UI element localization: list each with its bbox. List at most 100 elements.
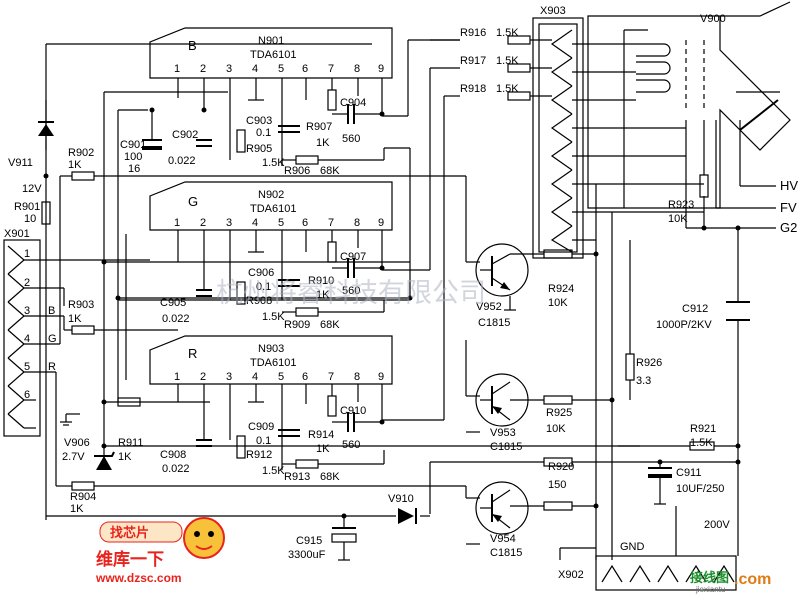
label-g2: G2: [780, 220, 797, 235]
logo-jiexiantu-suffix: .com: [734, 571, 771, 588]
r902-value: 1K: [68, 159, 82, 171]
logo-slogan: 维库一下: [96, 549, 164, 570]
ic-n902-channel: G: [188, 194, 198, 209]
c911-value: 10UF/250: [676, 483, 724, 495]
r904-value: 1K: [70, 503, 84, 515]
watermark-text: 杭州将睿科技有限公司: [216, 278, 486, 309]
r901-ref: R901: [14, 201, 40, 213]
svg-text:7: 7: [328, 217, 334, 229]
logo-jiexiantu: 接线图 .com jiexiantu: [690, 570, 771, 594]
r917-ref: R917: [460, 55, 486, 67]
r926-value: 3.3: [636, 375, 651, 387]
r905-value: 1.5K: [262, 157, 285, 169]
ic-n902-ref: N902: [258, 189, 284, 201]
r904-ref: R904: [70, 491, 96, 503]
svg-text:7: 7: [328, 371, 334, 383]
r924-ref: R925: [546, 407, 572, 419]
signal-r-label: R: [48, 361, 56, 373]
connector-x903: [532, 17, 584, 259]
r903-value: 1K: [68, 313, 82, 325]
capacitor-bodies: [142, 104, 750, 548]
svg-text:6: 6: [302, 63, 308, 75]
c904-value: 560: [342, 133, 360, 145]
r914-value: 1K: [316, 443, 330, 455]
r911-ref: R911: [118, 437, 143, 449]
diode-v910: [398, 508, 417, 524]
svg-text:7: 7: [328, 63, 334, 75]
r902-ref: R902: [68, 147, 94, 159]
r913-ref: R913: [284, 471, 310, 483]
r917-value: 1.5K: [496, 55, 519, 67]
junction-dots: [43, 107, 741, 519]
transistor-v952-part: C1815: [478, 317, 510, 329]
c903-ref: C903: [246, 115, 272, 127]
transistor-v952-ref: V952: [476, 301, 502, 313]
c912-value: 1000P/2KV: [656, 319, 712, 331]
connector-x901-ref: X901: [4, 228, 30, 240]
transistor-v952: [475, 243, 529, 297]
c906-value: 0.1: [256, 281, 271, 293]
svg-text:4: 4: [252, 63, 258, 75]
connector-x902: [595, 555, 737, 591]
r906-ref: R906: [284, 165, 310, 177]
ic-n903-ref: N903: [258, 343, 284, 355]
svg-text:4: 4: [252, 217, 258, 229]
r921-value: 10K: [668, 213, 688, 225]
svg-text:3: 3: [226, 371, 232, 383]
transistor-v954-part: C1815: [490, 547, 522, 559]
c905-value: 0.022: [162, 313, 190, 325]
r910-value: 1K: [316, 289, 330, 301]
ic-n901-part: TDA6101: [250, 49, 296, 61]
c904-ref: C904: [340, 97, 366, 109]
ic-n903-part: TDA6101: [250, 357, 296, 369]
mascot-icon: [183, 517, 225, 559]
r909-value: 68K: [320, 319, 340, 331]
c915-value: 3300uF: [288, 549, 326, 561]
svg-text:6: 6: [24, 389, 30, 401]
r921-ref: R923: [668, 199, 694, 211]
logo-badge: 找芯片: [110, 525, 149, 541]
r907-ref: R907: [306, 121, 332, 133]
wiring: [24, 39, 776, 561]
logo-jiexiantu-sub: jiexiantu: [695, 585, 725, 594]
c910-value: 560: [342, 439, 360, 451]
ic-n901-ref: N901: [258, 35, 284, 47]
c909-value: 0.1: [256, 435, 271, 447]
svg-text:8: 8: [354, 217, 360, 229]
crt-v900: [587, 1, 791, 215]
c915-ref: C915: [296, 535, 322, 547]
r926-ref: R926: [636, 357, 662, 369]
svg-text:5: 5: [278, 371, 284, 383]
c902-value: 0.022: [168, 155, 196, 167]
svg-text:1: 1: [174, 63, 180, 75]
r910-ref: R910: [308, 275, 334, 287]
c905-ref: C905: [160, 297, 186, 309]
logo-jiexiantu-brand: 接线图: [690, 570, 729, 586]
svg-text:2: 2: [200, 63, 206, 75]
r919-ref: R920: [548, 461, 574, 473]
label-200v: 200V: [704, 519, 730, 531]
r911-value: 1K: [118, 451, 132, 463]
svg-text:1: 1: [24, 248, 30, 260]
r923-ref: R924: [548, 283, 574, 295]
svg-text:6: 6: [302, 217, 308, 229]
r901-value: 10: [24, 213, 36, 225]
r907-value: 1K: [316, 137, 330, 149]
svg-text:6: 6: [302, 371, 308, 383]
svg-text:9: 9: [378, 217, 384, 229]
ic-n902-part: TDA6101: [250, 203, 296, 215]
logo-url: www.dzsc.com: [95, 571, 182, 585]
svg-text:9: 9: [378, 63, 384, 75]
diode-v906-value: 2.7V: [62, 451, 85, 463]
c910-ref: C910: [340, 405, 366, 417]
svg-text:4: 4: [252, 371, 258, 383]
svg-text:8: 8: [354, 63, 360, 75]
c907-value: 560: [342, 285, 360, 297]
resistor-bodies: [41, 35, 715, 511]
logo-dzsc: 找芯片 维库一下 www.dzsc.com: [95, 517, 225, 585]
svg-text:5: 5: [24, 361, 30, 373]
